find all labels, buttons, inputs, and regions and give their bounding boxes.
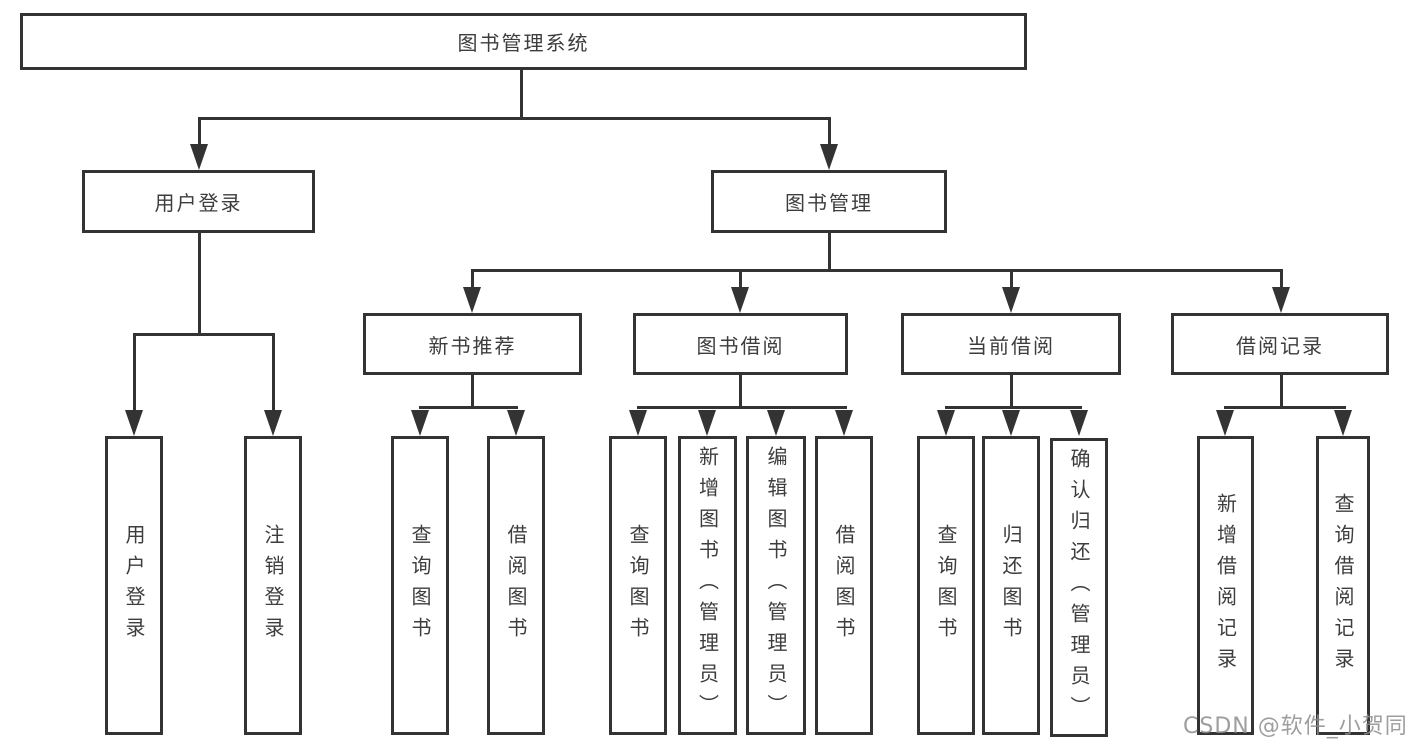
arrow-to-cb-return: [1002, 410, 1020, 436]
connector-new-books-drop: [471, 269, 474, 291]
connector-new-books-stem: [471, 375, 474, 409]
node-borrow-records: 借阅记录: [1171, 313, 1389, 375]
connector-current-borrow-stem: [1010, 375, 1013, 409]
node-nb-query-leaf: 查询图书: [391, 436, 449, 735]
node-ul-logout-leaf: 注销登录: [244, 436, 302, 735]
arrow-to-ul-logout: [264, 410, 282, 436]
arrow-to-bb-query: [629, 410, 647, 436]
connector-current-borrow-drop: [1010, 269, 1013, 291]
node-book-borrow-label: 图书借阅: [696, 333, 785, 358]
arrow-to-ul-login: [125, 410, 143, 436]
node-nb-borrow-leaf-label: 借阅图书: [504, 523, 528, 648]
connector-ul-logout-drop: [272, 333, 275, 414]
node-br-add-leaf-label: 新增借阅记录: [1213, 492, 1238, 679]
node-cb-return-leaf-label: 归还图书: [999, 523, 1023, 648]
arrow-to-borrow-records: [1272, 287, 1290, 313]
node-user-login: 用户登录: [82, 170, 315, 233]
node-nb-query-leaf-label: 查询图书: [408, 523, 432, 648]
node-br-add-leaf: 新增借阅记录: [1197, 436, 1254, 735]
connector-book-mgmt-drop: [828, 117, 831, 149]
connector-user-login-branch: [133, 333, 274, 336]
node-book-borrow: 图书借阅: [633, 313, 848, 375]
node-user-login-label: 用户登录: [154, 191, 243, 215]
connector-book-borrow-branch: [637, 406, 847, 409]
node-bb-borrow-leaf: 借阅图书: [815, 436, 873, 735]
connector-ul-login-drop: [133, 333, 136, 414]
node-new-books-label: 新书推荐: [428, 333, 517, 358]
node-new-books: 新书推荐: [363, 313, 582, 375]
arrow-to-book-borrow: [731, 287, 749, 313]
arrow-to-current-borrow: [1002, 287, 1020, 313]
connector-level2-branch: [471, 269, 1283, 272]
node-ul-login-leaf: 用户登录: [105, 436, 163, 735]
node-nb-borrow-leaf: 借阅图书: [487, 436, 545, 735]
node-bb-add-leaf-label: 新增图书（管理员）: [695, 446, 720, 725]
arrow-to-cb-query: [937, 410, 955, 436]
connector-borrow-records-branch: [1224, 406, 1346, 409]
arrow-to-book-mgmt: [820, 144, 838, 170]
connector-level1-branch: [198, 117, 831, 120]
arrow-to-bb-edit: [767, 410, 785, 436]
arrow-to-user-login: [190, 144, 208, 170]
arrow-to-new-books: [463, 287, 481, 313]
connector-book-borrow-drop: [739, 269, 742, 291]
arrow-to-nb-borrow: [507, 410, 525, 436]
csdn-watermark: CSDN @软件_小贺同学: [1183, 714, 1405, 739]
node-cb-confirm-leaf: 确认归还（管理员）: [1050, 438, 1108, 737]
node-root-system: 图书管理系统: [20, 13, 1027, 70]
node-ul-login-leaf-label: 用户登录: [122, 523, 146, 648]
node-bb-edit-leaf: 编辑图书（管理员）: [746, 436, 806, 735]
node-current-borrow: 当前借阅: [901, 313, 1121, 375]
connector-current-borrow-branch: [945, 406, 1082, 409]
node-bb-edit-leaf-label: 编辑图书（管理员）: [764, 446, 788, 725]
connector-user-login-stem: [198, 233, 201, 335]
arrow-to-br-query: [1334, 410, 1352, 436]
arrow-to-cb-confirm: [1070, 410, 1088, 436]
node-bb-query-leaf-label: 查询图书: [626, 523, 650, 648]
node-ul-logout-leaf-label: 注销登录: [261, 523, 285, 648]
connector-book-borrow-stem: [739, 375, 742, 409]
node-root-label: 图书管理系统: [457, 31, 590, 55]
node-br-query-leaf-label: 查询借阅记录: [1331, 492, 1355, 679]
node-cb-query-leaf: 查询图书: [917, 436, 975, 735]
node-br-query-leaf: 查询借阅记录: [1316, 436, 1370, 735]
connector-book-mgmt-stem: [828, 233, 831, 272]
node-cb-query-leaf-label: 查询图书: [934, 523, 958, 648]
arrow-to-bb-add: [698, 410, 716, 436]
node-bb-borrow-leaf-label: 借阅图书: [832, 523, 856, 648]
node-cb-return-leaf: 归还图书: [982, 436, 1040, 735]
node-book-mgmt: 图书管理: [711, 170, 947, 233]
node-bb-add-leaf: 新增图书（管理员）: [678, 436, 737, 735]
node-borrow-records-label: 借阅记录: [1236, 333, 1324, 358]
connector-user-login-drop: [198, 117, 201, 149]
arrow-to-bb-borrow: [835, 410, 853, 436]
connector-new-books-branch: [419, 406, 518, 409]
arrow-to-br-add: [1216, 410, 1234, 436]
arrow-to-nb-query: [411, 410, 429, 436]
node-cb-confirm-leaf-label: 确认归还（管理员）: [1067, 448, 1091, 727]
node-book-mgmt-label: 图书管理: [785, 191, 873, 215]
node-bb-query-leaf: 查询图书: [609, 436, 667, 735]
connector-borrow-records-drop: [1280, 269, 1283, 291]
connector-root-stem: [520, 69, 523, 119]
connector-borrow-records-stem: [1280, 375, 1283, 409]
node-current-borrow-label: 当前借阅: [967, 333, 1055, 358]
